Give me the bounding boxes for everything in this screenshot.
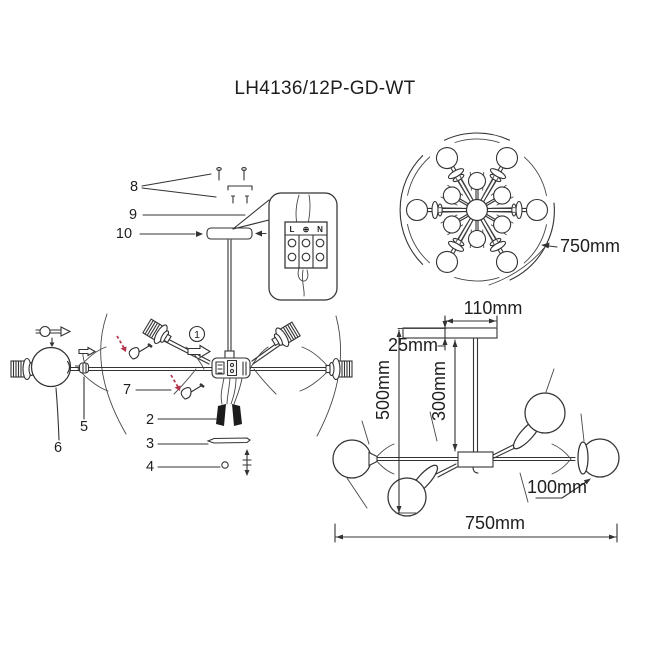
dim-diameter: 750mm [488, 236, 620, 286]
part-label-10: 10 [116, 226, 132, 242]
part-label-4: 4 [146, 459, 154, 475]
outer-arc [443, 132, 511, 141]
part-label-2: 2 [146, 412, 154, 428]
dim-total-width: 750mm [334, 513, 618, 543]
hook-screw [128, 342, 154, 361]
part-5-bulb [74, 346, 97, 374]
red-arrow [116, 335, 128, 353]
step-1-marker: 1 [187, 325, 212, 359]
part-4-ring [221, 449, 252, 476]
up-down-arrow-icon [242, 449, 252, 476]
insert-arrow-icon [78, 346, 97, 357]
step-arrow-icon [187, 344, 212, 359]
globe-bottom-left [387, 477, 427, 517]
part-label-8: 8 [130, 179, 138, 195]
dim-canopy-width-label: 110mm [464, 298, 523, 318]
socket-upper-right [267, 319, 302, 352]
canopy [206, 227, 253, 240]
exploded-view: L ⊕ N [10, 167, 353, 476]
dim-canopy-height: 25mm [388, 315, 448, 355]
rod-assembly [206, 227, 253, 361]
shade-disc-edge [577, 441, 589, 475]
dim-canopy-width: 110mm [444, 298, 523, 328]
dim-rod-length-label: 300mm [429, 361, 449, 421]
dim-total-height-label: 500mm [373, 360, 393, 420]
dim-canopy-height-label: 25mm [388, 335, 438, 355]
outer-arc [399, 155, 424, 265]
wiring-callout: L ⊕ N [232, 192, 338, 301]
dim-total-height: 500mm [373, 328, 447, 514]
part-6-globe [30, 325, 72, 388]
page-title: LH4136/12P-GD-WT [234, 78, 415, 99]
terminal-label-live: L [290, 225, 295, 234]
step-number: 1 [194, 329, 200, 341]
side-shades [332, 392, 620, 517]
part-label-9: 9 [129, 207, 137, 223]
glass-globe [30, 346, 72, 388]
outer-dashed-circle [405, 138, 549, 282]
dim-total-width-label: 750mm [465, 513, 525, 533]
side-hook [472, 466, 479, 474]
socket-right [325, 357, 353, 381]
terminal-block: L ⊕ N [284, 221, 328, 269]
dim-diameter-label: 750mm [560, 236, 620, 256]
side-arm-bars [369, 443, 576, 478]
red-arrow [170, 374, 182, 392]
terminal-label-neutral: N [317, 225, 323, 234]
part-label-7: 7 [123, 382, 131, 398]
dim-rod-length: 300mm [429, 339, 458, 452]
side-canopy [402, 327, 498, 339]
top-view: 750mm [399, 132, 620, 286]
part-label-3: 3 [146, 436, 154, 452]
part-9-bracket [227, 185, 253, 204]
globe-left [332, 439, 372, 479]
part-3-pin [206, 437, 251, 444]
part-labels: 8 9 10 7 2 3 4 5 6 [54, 173, 267, 475]
dim-shade-diameter-label: 100mm [527, 477, 587, 497]
part-label-6: 6 [54, 440, 62, 456]
central-body [211, 357, 251, 379]
part-8-screws [216, 167, 247, 181]
terminal-label-earth: ⊕ [303, 225, 310, 234]
side-view: 110mm 25mm 500mm 300mm 100mm [332, 298, 620, 543]
side-rod [472, 337, 479, 453]
center-hub [465, 198, 489, 222]
side-body [457, 451, 494, 468]
rotate-icon [35, 325, 72, 347]
hook-screw [180, 382, 206, 401]
part-label-5: 5 [80, 419, 88, 435]
dim-shade-diameter: 100mm [527, 477, 591, 499]
globe-upper-right [524, 392, 566, 434]
part-2-connectors [216, 377, 243, 426]
